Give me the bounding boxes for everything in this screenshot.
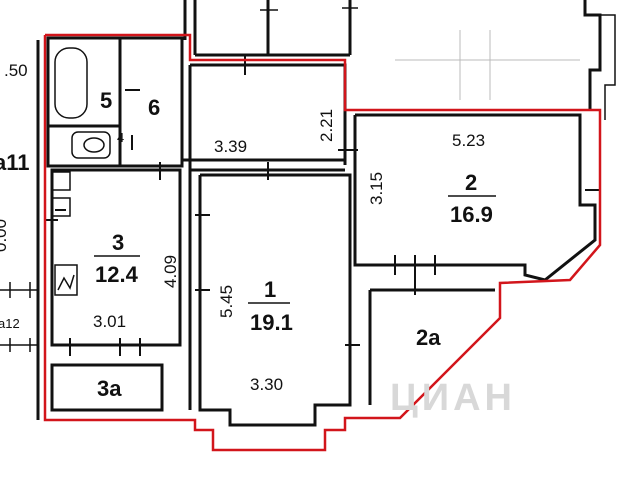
room6-label: 6 (148, 95, 160, 120)
room5-label: 5 (100, 88, 112, 113)
room3-number: 3 (112, 230, 124, 255)
room2-number: 2 (465, 170, 477, 195)
neighbor-11-label: а11 (0, 150, 30, 175)
dim-neighbor-top: .50 (4, 61, 28, 80)
dim-room1-width: 3.30 (250, 375, 283, 394)
room3-area: 12.4 (95, 262, 139, 287)
dim-room1-height: 5.45 (217, 285, 236, 318)
interior-walls (45, 36, 600, 427)
neighbor-walls (0, 0, 616, 420)
watermark: ЦИАН (390, 377, 516, 419)
room1-area: 19.1 (250, 310, 293, 335)
dim-room2-width: 5.23 (452, 131, 485, 150)
dim-room3-height: 4.09 (161, 255, 180, 288)
apartment-outline (43, 33, 602, 452)
room1-number: 1 (264, 277, 276, 302)
room4-label: 4 (117, 130, 124, 145)
dim-room3-width: 3.01 (93, 312, 126, 331)
room2-area: 16.9 (450, 202, 493, 227)
dim-room2-height: 3.15 (367, 172, 386, 205)
room3a-label: 3а (97, 376, 122, 401)
room2a-label: 2а (416, 325, 441, 350)
dim-corridor-width: 3.39 (214, 137, 247, 156)
dim-neighbor-side: 0.00 (0, 219, 10, 252)
neighbor-12-label: а12 (0, 316, 20, 331)
dim-corridor-height: 2.21 (317, 109, 336, 142)
